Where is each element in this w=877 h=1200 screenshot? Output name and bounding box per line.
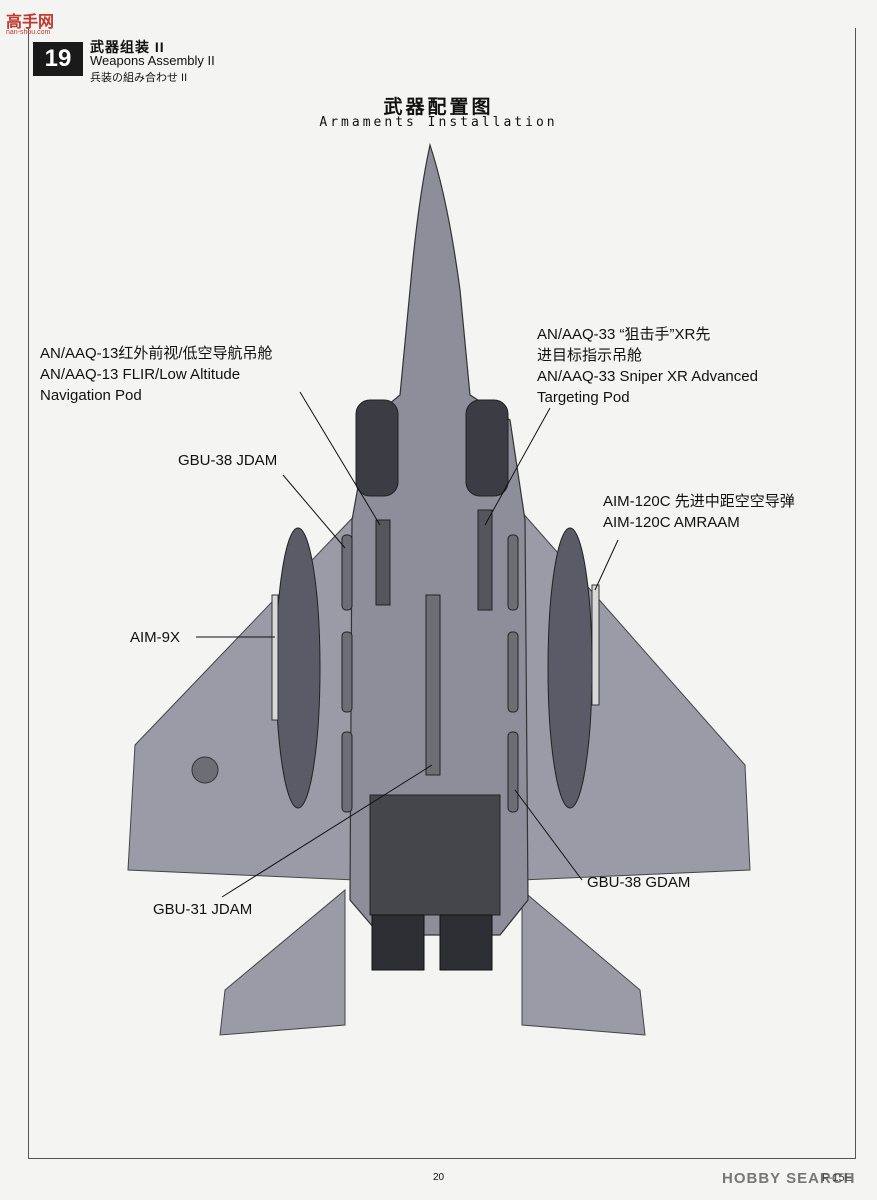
label-sniper-cn-2: 进目标指示吊舱 <box>537 347 643 364</box>
gbu38-left-3 <box>341 731 353 813</box>
leader-gbu38-jdam <box>282 474 346 549</box>
leader-gbu38-gdam <box>514 789 583 881</box>
leader-aim120 <box>594 539 619 591</box>
step-title-cn: 武器组装 II <box>90 39 165 55</box>
leader-sniper <box>484 407 551 526</box>
step-title-en: Weapons Assembly II <box>90 53 215 68</box>
left-tailplane <box>219 888 346 1036</box>
label-flir-en-2: Navigation Pod <box>40 387 142 404</box>
aim120c-missile <box>591 584 600 706</box>
page-number: 20 <box>432 1172 445 1183</box>
step-title-jp: 兵装の組み合わせ II <box>90 72 188 84</box>
label-aim9x: AIM-9X <box>130 629 181 646</box>
label-gbu31: GBU-31 JDAM <box>153 901 253 918</box>
left-fuel-tank <box>275 527 321 809</box>
label-aim120-cn: AIM-120C 先进中距空空导弹 <box>603 493 795 510</box>
leader-flir <box>299 391 381 526</box>
site-logo: 高手网 <box>6 14 55 31</box>
left-intake <box>355 399 399 497</box>
gbu38-right-1 <box>507 534 519 611</box>
gbu38-right-2 <box>507 631 519 713</box>
step-number: 19 <box>33 42 83 76</box>
engine-bay <box>369 794 501 916</box>
label-gbu38-gdam: GBU-38 GDAM <box>587 874 691 891</box>
right-fuel-tank <box>547 527 593 809</box>
label-flir-cn: AN/AAQ-13红外前视/低空导航吊舱 <box>40 345 273 362</box>
label-sniper-en-1: AN/AAQ-33 Sniper XR Advanced <box>537 368 758 385</box>
label-gbu38-jdam: GBU-38 JDAM <box>178 452 278 469</box>
label-sniper-cn-1: AN/AAQ-33 “狙击手”XR先 <box>537 326 711 343</box>
gbu31-centerline <box>425 594 441 776</box>
left-exhaust <box>371 914 425 971</box>
gbu38-left-2 <box>341 631 353 713</box>
diagram-title-cn: 武器配置图 <box>383 97 494 118</box>
diagram-title-en: Armaments Installation <box>319 115 558 130</box>
gbu38-left-1 <box>341 534 353 611</box>
label-sniper-en-2: Targeting Pod <box>537 389 630 406</box>
right-tailplane <box>521 888 646 1036</box>
right-intake <box>465 399 509 497</box>
page-frame <box>28 28 856 1159</box>
aim9x-missile <box>271 594 279 721</box>
kit-code: F-15E <box>822 1172 852 1184</box>
leader-gbu31 <box>221 764 433 898</box>
sniper-pod <box>477 509 493 611</box>
site-logo-url: nan-shou.com <box>6 29 51 36</box>
gbu38-right-3 <box>507 731 519 813</box>
national-insignia <box>191 756 219 784</box>
leader-lines <box>196 391 619 898</box>
label-aim120-en: AIM-120C AMRAAM <box>603 514 740 531</box>
label-flir-en-1: AN/AAQ-13 FLIR/Low Altitude <box>40 366 241 383</box>
left-wing <box>127 508 361 881</box>
hobby-search-watermark: HOBBY SEARCH <box>722 1170 856 1187</box>
right-exhaust <box>439 914 493 971</box>
flir-pod <box>375 519 391 606</box>
